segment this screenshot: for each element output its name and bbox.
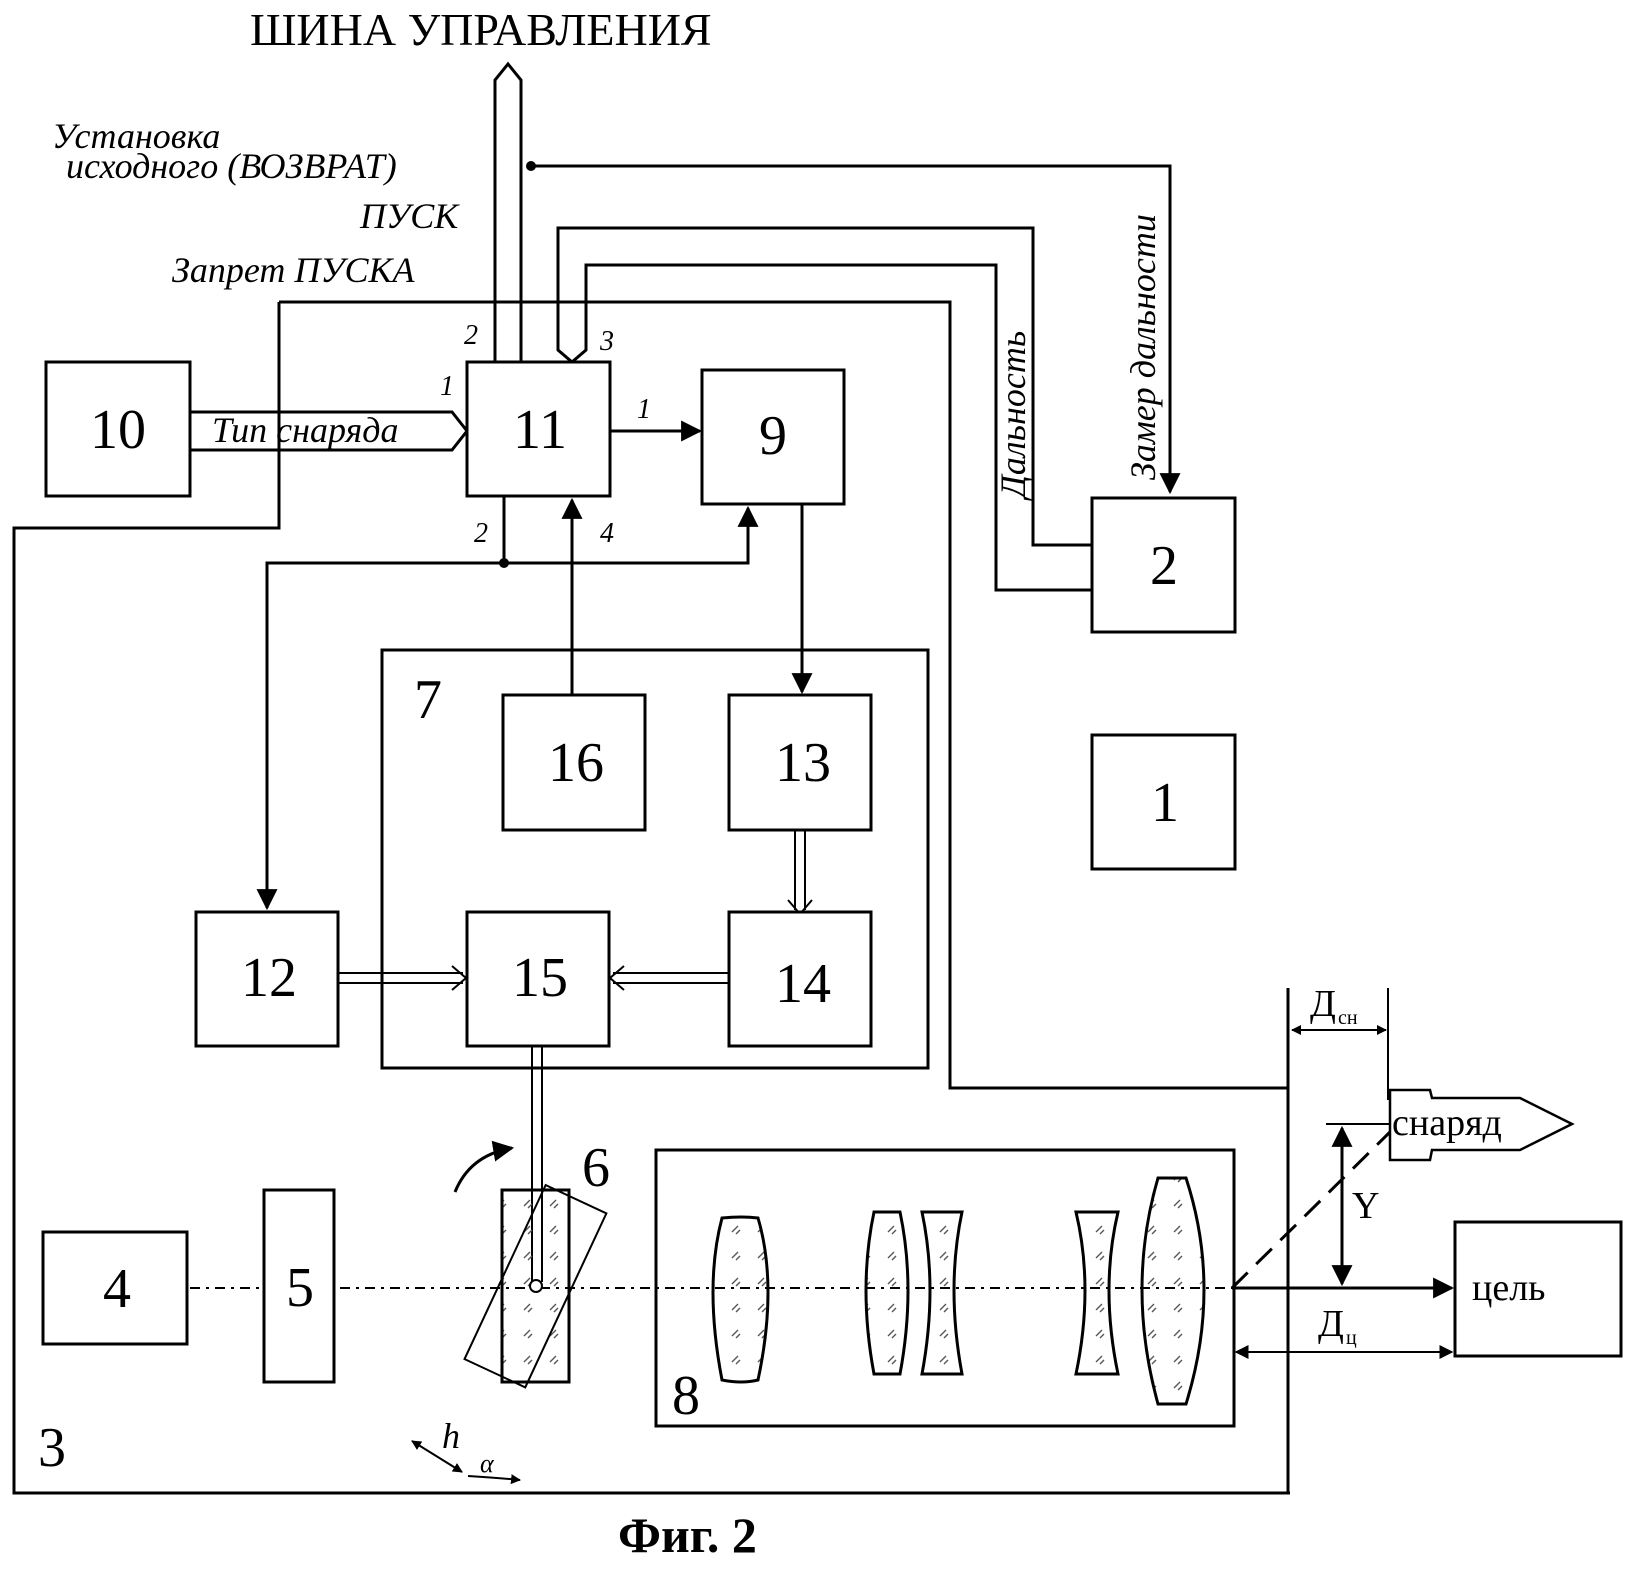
label-d-sn: Д [1310, 983, 1336, 1025]
arrow-14-to-15 [610, 966, 624, 990]
block-8-label: 8 [672, 1365, 700, 1427]
label-h: h [442, 1416, 460, 1456]
rotation-arrow [455, 1148, 512, 1192]
block-6-pivot [530, 1280, 542, 1292]
signal-projectile-type: Тип снаряда [212, 410, 398, 450]
block-12-label: 12 [241, 947, 297, 1009]
pin-11-top3: 3 [599, 326, 614, 357]
block-2-label: 2 [1150, 535, 1178, 597]
block-3-label: 3 [38, 1417, 66, 1479]
label-d-sn-sub: сн [1338, 1007, 1358, 1029]
lens-4 [1076, 1212, 1118, 1374]
pin-11-in1: 1 [440, 371, 454, 402]
pin-11-bot2: 2 [474, 518, 488, 549]
control-bus [495, 64, 521, 362]
label-d-ts-sub: ц [1346, 1327, 1357, 1349]
block-4-label: 4 [103, 1258, 131, 1320]
lens-3 [922, 1212, 962, 1374]
block-7-label: 7 [414, 669, 442, 731]
signal-range: Дальность [993, 331, 1033, 501]
signal-reset-line2: исходного (ВОЗВРАТ) [66, 146, 397, 186]
lens-1 [713, 1217, 768, 1382]
wire-reset [531, 166, 1170, 492]
signal-start: ПУСК [359, 196, 460, 236]
block-11-label: 11 [513, 399, 567, 461]
junction-11-pin2 [499, 558, 509, 568]
label-alpha: α [480, 1449, 495, 1478]
label-projectile: снаряд [1392, 1102, 1502, 1144]
figure-caption: Фиг. 2 [618, 1507, 757, 1563]
block-14-label: 14 [775, 953, 831, 1015]
diagram-title: ШИНА УПРАВЛЕНИЯ [250, 4, 712, 55]
label-y: Y [1352, 1185, 1379, 1227]
wire-to-9-bottom [504, 508, 748, 563]
junction-reset [526, 161, 536, 171]
block-15-label: 15 [512, 947, 568, 1009]
pin-11-top2: 2 [464, 320, 478, 351]
label-target: цель [1472, 1267, 1546, 1309]
block-6-label: 6 [582, 1137, 610, 1199]
lens-5 [1142, 1178, 1204, 1404]
label-d-ts: Д [1318, 1303, 1344, 1345]
pin-11-out1: 1 [637, 394, 651, 425]
block-13-label: 13 [775, 732, 831, 794]
signal-range-measure: Замер дальности [1123, 214, 1163, 480]
dim-alpha [468, 1476, 520, 1480]
block-10-label: 10 [90, 399, 146, 461]
signal-start-inhibit: Запрет ПУСКА [172, 250, 415, 290]
wire-to-12 [267, 563, 504, 908]
pin-11-bot4: 4 [600, 518, 614, 549]
block-16-label: 16 [548, 732, 604, 794]
block-5-label: 5 [286, 1257, 314, 1319]
block-1-label: 1 [1151, 772, 1179, 834]
lens-2 [866, 1212, 908, 1374]
block-9-label: 9 [759, 405, 787, 467]
arrow-12-to-15 [452, 966, 466, 990]
